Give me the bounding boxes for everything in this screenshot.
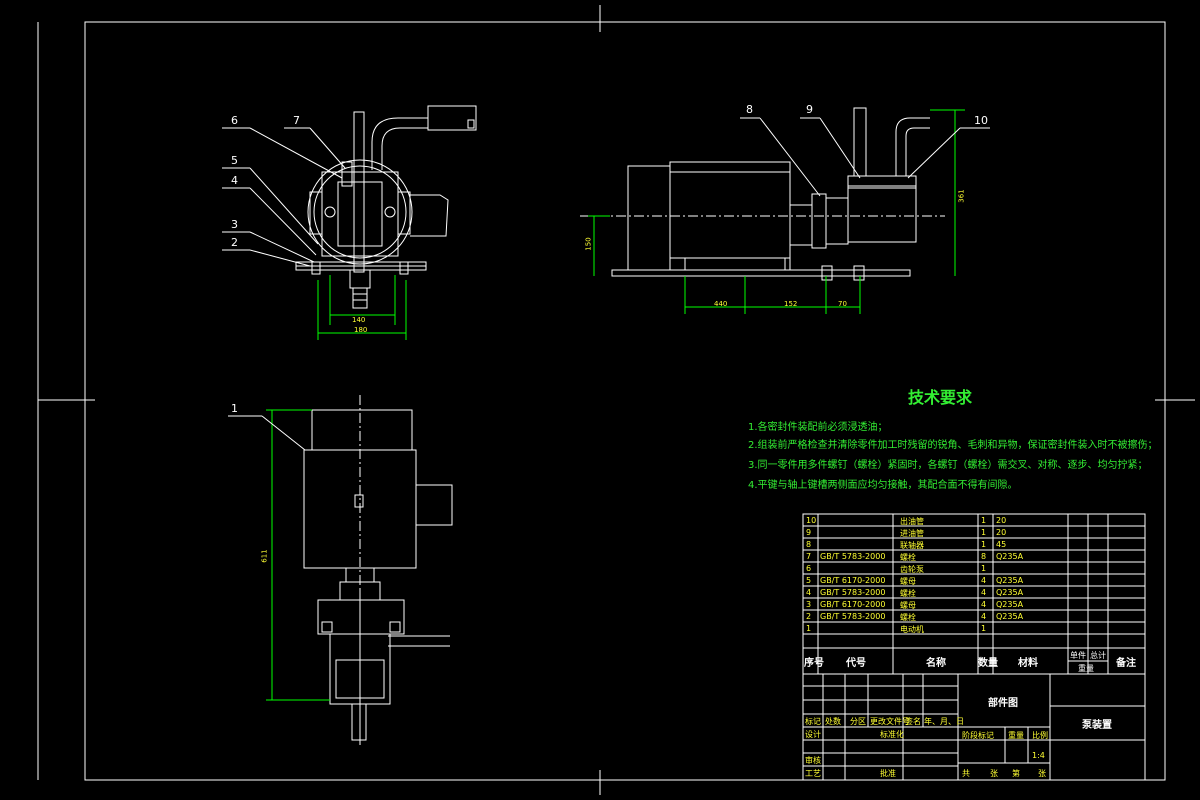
tech-line-3: 3.同一零件用多件螺钉（螺栓）紧固时，各螺钉（螺栓）需交叉、对称、逐步、均匀拧紧… bbox=[748, 460, 1148, 471]
tech-requirements-title: 技术要求 bbox=[908, 388, 973, 407]
dim-side-a: 440 bbox=[714, 300, 728, 308]
sheet-border bbox=[37, 5, 1195, 795]
part-label-9: 9 bbox=[806, 103, 813, 116]
part-label-5: 5 bbox=[231, 154, 238, 167]
front-view-dims bbox=[317, 275, 407, 340]
part-label-4: 4 bbox=[231, 174, 238, 187]
plan-view-dims bbox=[266, 409, 330, 701]
tech-line-4: 4.平键与轴上键槽两侧面应均匀接触，其配合面不得有间隙。 bbox=[748, 480, 1018, 491]
front-view bbox=[295, 105, 477, 309]
dim-side-height: 150 bbox=[584, 237, 593, 251]
side-view-dims bbox=[588, 109, 965, 314]
part-label-7: 7 bbox=[293, 114, 300, 127]
plan-view-leaders bbox=[228, 415, 306, 451]
dim-plan-height: 611 bbox=[260, 549, 269, 563]
title-block-grid bbox=[802, 673, 1146, 781]
side-view bbox=[611, 107, 930, 281]
part-label-6: 6 bbox=[231, 114, 238, 127]
bom-table-grid bbox=[802, 513, 1146, 675]
dim-side-total-height: 361 bbox=[957, 189, 966, 203]
part-label-3: 3 bbox=[231, 218, 238, 231]
part-label-8: 8 bbox=[746, 103, 753, 116]
dim-front-inner: 140 bbox=[352, 316, 366, 324]
plan-view bbox=[303, 409, 453, 741]
tech-line-1: 1.各密封件装配前必须浸透油； bbox=[748, 422, 888, 433]
front-view-leaders bbox=[222, 127, 346, 267]
dim-front-outer: 180 bbox=[354, 326, 368, 334]
tech-line-2: 2.组装前严格检查并清除零件加工时残留的锐角、毛刺和异物，保证密封件装入时不被擦… bbox=[748, 440, 1158, 451]
dim-side-b: 152 bbox=[784, 300, 798, 308]
part-label-10: 10 bbox=[974, 114, 988, 127]
side-view-leaders bbox=[740, 117, 990, 197]
part-label-1: 1 bbox=[231, 402, 238, 415]
part-label-2: 2 bbox=[231, 236, 238, 249]
dim-side-c: 70 bbox=[838, 300, 847, 308]
